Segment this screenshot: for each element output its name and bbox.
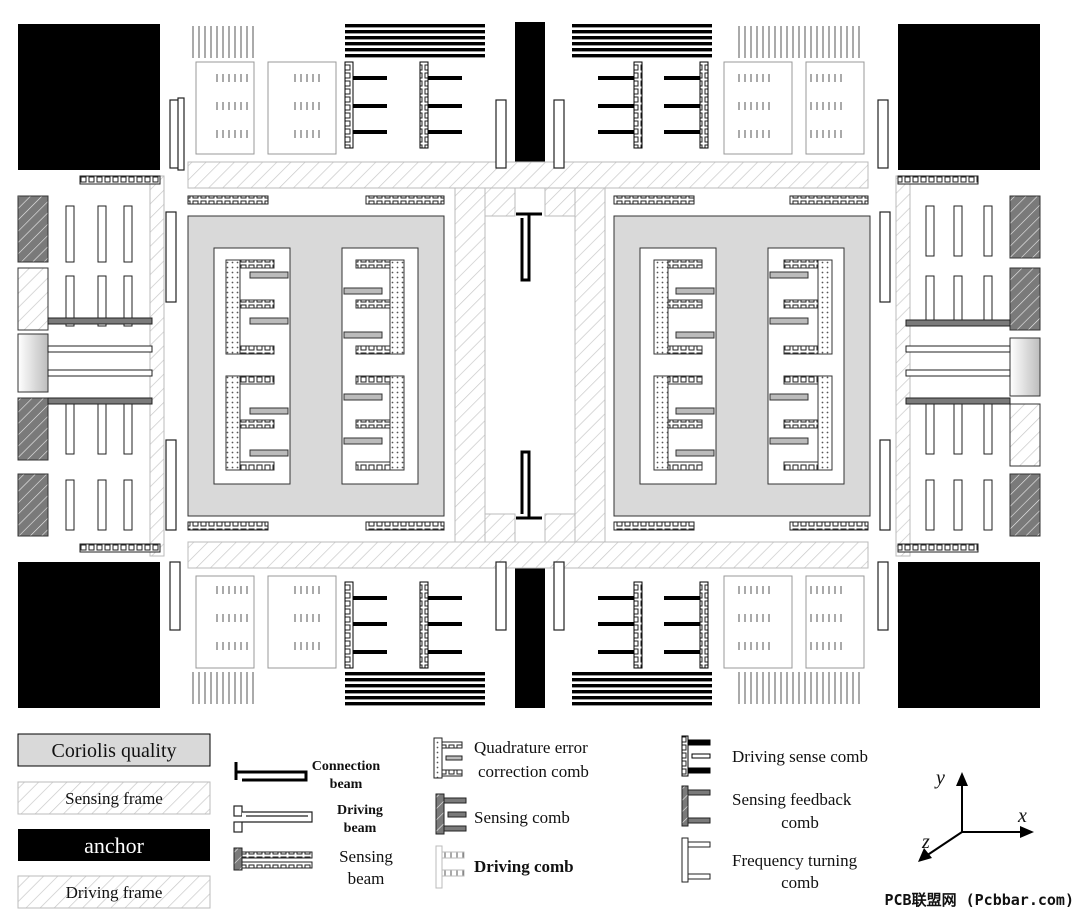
legend-frequency-turning-label-2: comb bbox=[781, 873, 819, 892]
axis-arrow-icon bbox=[918, 772, 1034, 862]
legend-sensing-feedback-label-1: Sensing feedback bbox=[732, 790, 852, 809]
legend-driving-beam-label-1: Driving bbox=[337, 803, 383, 818]
coriolis-mass-right bbox=[613, 215, 871, 517]
driving-frame bbox=[149, 161, 911, 569]
anchor-center-bottom bbox=[515, 562, 545, 708]
device-structure bbox=[17, 22, 1041, 708]
connection-beam-icon bbox=[234, 762, 308, 782]
anchor-top-left bbox=[18, 24, 160, 170]
anchor-center-top bbox=[515, 22, 545, 168]
legend-sensing-beam-label-1: Sensing bbox=[339, 847, 393, 866]
legend-sensing-frame-swatch bbox=[17, 781, 211, 815]
anchor-bottom-left bbox=[18, 562, 160, 708]
legend-driving-frame-label: Driving frame bbox=[66, 883, 163, 902]
axis-y-label: y bbox=[934, 767, 945, 789]
legend-sensing-feedback-label-2: comb bbox=[781, 813, 819, 832]
axis-x-label: x bbox=[1017, 805, 1027, 827]
quadrature-comb-icon bbox=[433, 737, 463, 779]
coriolis-mass-left bbox=[187, 215, 445, 517]
sensing-feedback-comb-icon bbox=[681, 785, 711, 827]
frequency-turning-comb-icon bbox=[681, 837, 711, 883]
legend-driving-sense-comb-label: Driving sense comb bbox=[732, 747, 868, 766]
driving-comb-icon bbox=[435, 845, 465, 889]
legend-sensing-frame-label: Sensing frame bbox=[65, 789, 163, 808]
legend-connection-beam-label-1: Connection bbox=[312, 759, 381, 774]
legend-frequency-turning-label-1: Frequency turning bbox=[732, 851, 858, 870]
legend-driving-frame-swatch bbox=[17, 875, 211, 909]
legend-driving-beam-label-2: beam bbox=[344, 821, 377, 836]
sensing-comb-icon bbox=[435, 793, 467, 835]
legend-anchor-label: anchor bbox=[84, 833, 145, 858]
legend-quadrature-label-1: Quadrature error bbox=[474, 738, 588, 757]
legend-connection-beam-label-2: beam bbox=[330, 777, 363, 792]
watermark: PCB联盟网 (Pcbbar.com) bbox=[885, 891, 1075, 909]
anchor-bottom-right bbox=[898, 562, 1040, 708]
legend-anchor-swatch bbox=[18, 829, 210, 861]
axis-z-label: z bbox=[921, 831, 930, 853]
legend-sensing-beam-label-2: beam bbox=[348, 869, 385, 888]
legend: Coriolis quality Sensing frame anchor Dr… bbox=[17, 733, 1075, 909]
legend-sensing-comb-label: Sensing comb bbox=[474, 808, 570, 827]
driving-beam-icon bbox=[233, 805, 313, 833]
legend-coriolis-label: Coriolis quality bbox=[52, 740, 177, 762]
legend-quadrature-label-2: correction comb bbox=[478, 762, 589, 781]
legend-driving-comb-label: Driving comb bbox=[474, 857, 574, 876]
legend-coriolis-swatch bbox=[17, 733, 211, 767]
driving-sense-comb-icon bbox=[681, 735, 711, 777]
anchor-top-right bbox=[898, 24, 1040, 170]
sensing-beam-icon bbox=[233, 847, 313, 871]
